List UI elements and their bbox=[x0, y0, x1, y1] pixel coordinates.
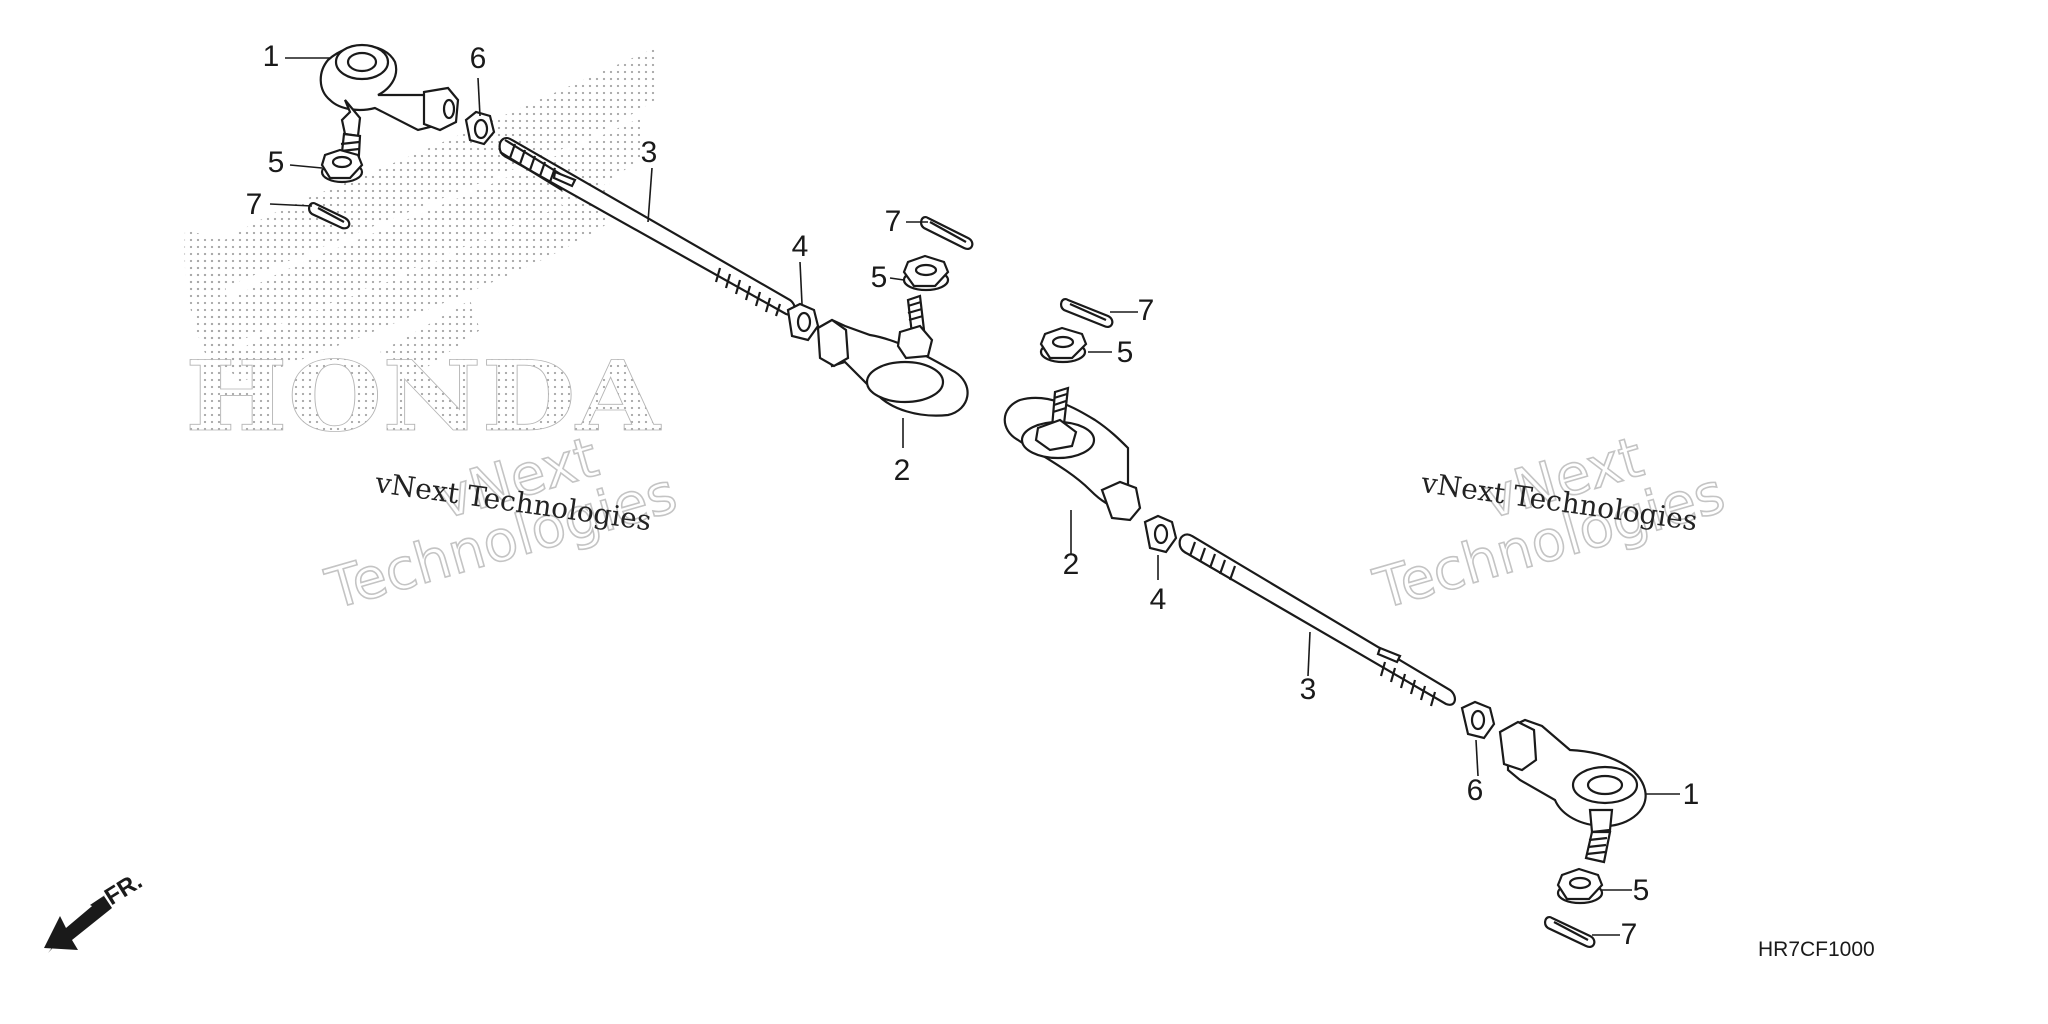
callout-5[interactable]: 5 bbox=[1632, 874, 1650, 907]
cotter-pin-7-upper-mid[interactable] bbox=[919, 216, 974, 250]
cotter-pin-7-upper-left[interactable] bbox=[307, 202, 351, 230]
callout-6[interactable]: 6 bbox=[1466, 774, 1484, 807]
cotter-pin-7-lower-right[interactable] bbox=[1543, 916, 1596, 948]
callout-1[interactable]: 1 bbox=[1682, 778, 1700, 811]
castle-nut-5-mid-right[interactable] bbox=[1039, 326, 1088, 364]
honda-wing-logo-watermark bbox=[184, 48, 655, 382]
callout-leader-lines bbox=[269, 57, 1680, 936]
callout-5[interactable]: 5 bbox=[1116, 336, 1134, 369]
castle-nut-5-upper-left[interactable] bbox=[320, 148, 364, 184]
honda-text-watermark: HONDA bbox=[185, 340, 663, 454]
tie-rod-end-2-lower[interactable] bbox=[1003, 386, 1142, 522]
callout-1[interactable]: 1 bbox=[262, 40, 280, 73]
honda-wordmark: HONDA bbox=[185, 340, 662, 453]
lock-nut-6-upper[interactable] bbox=[464, 110, 496, 146]
callout-4[interactable]: 4 bbox=[791, 230, 809, 263]
callout-5[interactable]: 5 bbox=[870, 261, 888, 294]
lock-nut-4-upper[interactable] bbox=[786, 302, 820, 342]
diagram-code: HR7CF1000 bbox=[1758, 938, 1875, 961]
lock-nut-6-lower[interactable] bbox=[1460, 700, 1496, 740]
cotter-pin-7-mid-right[interactable] bbox=[1059, 298, 1114, 328]
tie-rod-end-1-lower[interactable] bbox=[1498, 718, 1647, 864]
upper-tie-rod-assembly bbox=[307, 43, 974, 417]
lower-tie-rod-assembly bbox=[1003, 298, 1647, 948]
callout-5[interactable]: 5 bbox=[267, 146, 285, 179]
callout-3[interactable]: 3 bbox=[640, 136, 658, 169]
callout-7[interactable]: 7 bbox=[884, 205, 902, 238]
front-direction-arrow bbox=[44, 895, 112, 953]
tie-rod-3-lower[interactable] bbox=[1178, 533, 1456, 707]
callout-2[interactable]: 2 bbox=[893, 454, 911, 487]
callout-7[interactable]: 7 bbox=[245, 188, 263, 221]
castle-nut-5-upper-mid[interactable] bbox=[902, 254, 950, 292]
callout-6[interactable]: 6 bbox=[469, 42, 487, 75]
tie-rod-end-2-upper[interactable] bbox=[816, 294, 969, 417]
callout-4[interactable]: 4 bbox=[1149, 583, 1167, 616]
callout-7[interactable]: 7 bbox=[1137, 294, 1155, 327]
callout-7[interactable]: 7 bbox=[1620, 918, 1638, 951]
castle-nut-5-lower-right[interactable] bbox=[1556, 867, 1604, 905]
lock-nut-4-lower[interactable] bbox=[1143, 514, 1178, 554]
callout-3[interactable]: 3 bbox=[1299, 673, 1317, 706]
callout-2[interactable]: 2 bbox=[1062, 548, 1080, 581]
